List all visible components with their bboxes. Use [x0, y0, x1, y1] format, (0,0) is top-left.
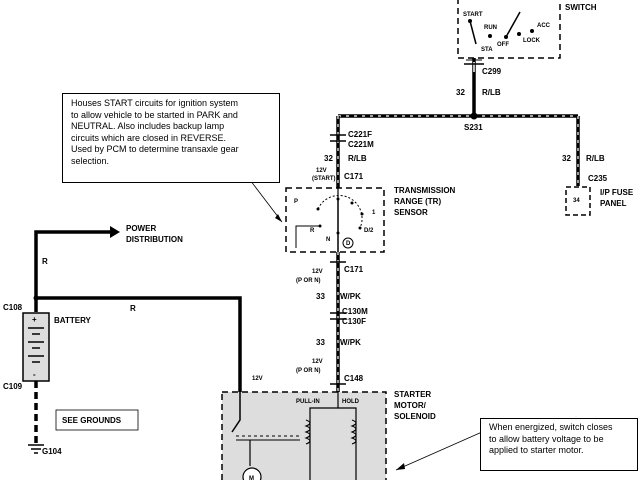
- tr-pos-r: R: [310, 228, 315, 234]
- wire-32-left-num: 32: [324, 154, 333, 163]
- voltage-12v-starter: 12V: [252, 376, 263, 382]
- starter-note-line-2: to allow battery voltage to be: [489, 433, 604, 444]
- connector-c221f: C221F: [348, 130, 372, 139]
- battery: + -: [22, 312, 50, 382]
- tr-note-line-5: Used by PCM to determine transaxle gear: [71, 144, 239, 154]
- starter-hold: HOLD: [342, 399, 360, 405]
- switch-pos-off: OFF: [497, 42, 509, 48]
- tr-note-line-3: NEUTRAL. Also includes backup lamp: [71, 121, 225, 131]
- wire-33-b-color: W/PK: [340, 338, 361, 347]
- motor-icon: [242, 467, 262, 480]
- starter-label-3: SOLENOID: [394, 412, 436, 421]
- connector-c108: C108: [3, 303, 23, 312]
- connector-c171-top: C171: [344, 172, 364, 181]
- starter-note-pointer: [395, 431, 483, 471]
- wire-r-power: R: [42, 257, 48, 266]
- starter-note-line-1: When energized, switch closes: [489, 422, 613, 432]
- connector-c130m: C130M: [342, 307, 368, 316]
- battery-plus: +: [32, 315, 37, 324]
- connector-c109: C109: [3, 382, 23, 391]
- wire-32-top-num: 32: [456, 88, 465, 97]
- wire-r-battery: R: [130, 304, 136, 313]
- power-feed-wire: [34, 230, 242, 392]
- starter-pull-in: PULL-IN: [296, 399, 320, 405]
- tr-sensor-note: Houses START circuits for ignition syste…: [62, 93, 280, 183]
- power-distribution-label-2: DISTRIBUTION: [126, 235, 183, 244]
- tr-note-line-1: Houses START circuits for ignition syste…: [71, 98, 239, 108]
- tr-note-line-6: selection.: [71, 155, 110, 166]
- ip-fuse-panel: 34: [565, 186, 591, 216]
- voltage-12v-pn-b: 12V: [312, 359, 323, 365]
- wire-32-left-color: R/LB: [348, 154, 367, 163]
- tr-pos-1: 1: [372, 210, 376, 216]
- wire-32: [336, 58, 580, 188]
- connector-c148: C148: [344, 374, 364, 383]
- switch-pos-acc: ACC: [537, 23, 551, 29]
- tr-sensor-label-1: TRANSMISSION: [394, 186, 456, 195]
- voltage-12v-start: 12V: [316, 168, 327, 174]
- switch-pos-lock: LOCK: [523, 38, 541, 44]
- starter-motor-solenoid: PULL-IN HOLD M: [221, 391, 387, 480]
- wire-33-a-num: 33: [316, 292, 325, 301]
- starter-note: When energized, switch closes to allow b…: [480, 418, 638, 471]
- wire-33-b-num: 33: [316, 338, 325, 347]
- voltage-12v-pn-a: 12V: [312, 269, 323, 275]
- tr-pos-p: P: [294, 199, 298, 205]
- switch-label: SWITCH: [565, 3, 597, 12]
- power-distribution-label-1: POWER: [126, 224, 156, 233]
- starter-label-2: MOTOR/: [394, 401, 427, 410]
- ignition-switch: START RUN ACC STA OFF LOCK: [457, 0, 561, 59]
- tr-pos-n: N: [326, 237, 330, 243]
- tr-sensor-label-2: RANGE (TR): [394, 197, 441, 206]
- motor-m: M: [249, 476, 254, 480]
- arrow-icon: [110, 226, 120, 238]
- ip-fuse-panel-label-1: I/P FUSE: [600, 188, 634, 197]
- starter-label-1: STARTER: [394, 390, 431, 399]
- voltage-start-note: (START): [312, 176, 336, 182]
- tr-note-line-2: to allow vehicle to be started in PARK a…: [71, 109, 238, 120]
- fuse-34: 34: [573, 198, 580, 204]
- tr-sensor-label-3: SENSOR: [394, 208, 428, 217]
- tr-pos-d2: D/2: [364, 228, 374, 234]
- see-grounds-box[interactable]: [55, 409, 139, 431]
- switch-pos-run: RUN: [484, 25, 497, 31]
- battery-label: BATTERY: [54, 316, 92, 325]
- connector-c171-bottom: C171: [344, 265, 364, 274]
- switch-pos-start: START: [463, 12, 483, 18]
- see-grounds-link[interactable]: SEE GROUNDS: [62, 416, 122, 425]
- connector-c235: C235: [588, 174, 608, 183]
- tr-note-line-4: circuits which are closed in REVERSE.: [71, 132, 227, 143]
- ground-g104: G104: [42, 447, 62, 456]
- tr-pos-d: D: [346, 241, 351, 247]
- tr-sensor: P R N D D/2 1: [285, 187, 385, 253]
- starter-note-line-3: applied to starter motor.: [489, 445, 584, 455]
- ip-fuse-panel-label-2: PANEL: [600, 199, 627, 208]
- switch-pos-sta: STA: [481, 47, 493, 53]
- wire-32-right-num: 32: [562, 154, 571, 163]
- voltage-pn-b-note: (P OR N): [296, 368, 321, 374]
- connector-c130f: C130F: [342, 317, 366, 326]
- voltage-pn-a-note: (P OR N): [296, 278, 321, 284]
- battery-minus: -: [33, 370, 36, 379]
- splice-s231: S231: [464, 123, 483, 132]
- connector-c299: C299: [482, 67, 502, 76]
- wire-33-a-color: W/PK: [340, 292, 361, 301]
- wire-32-right-color: R/LB: [586, 154, 605, 163]
- connector-c221m: C221M: [348, 140, 374, 149]
- wire-32-top-color: R/LB: [482, 88, 501, 97]
- splice-s231-dot: [470, 112, 478, 120]
- ground-icon: [28, 444, 44, 454]
